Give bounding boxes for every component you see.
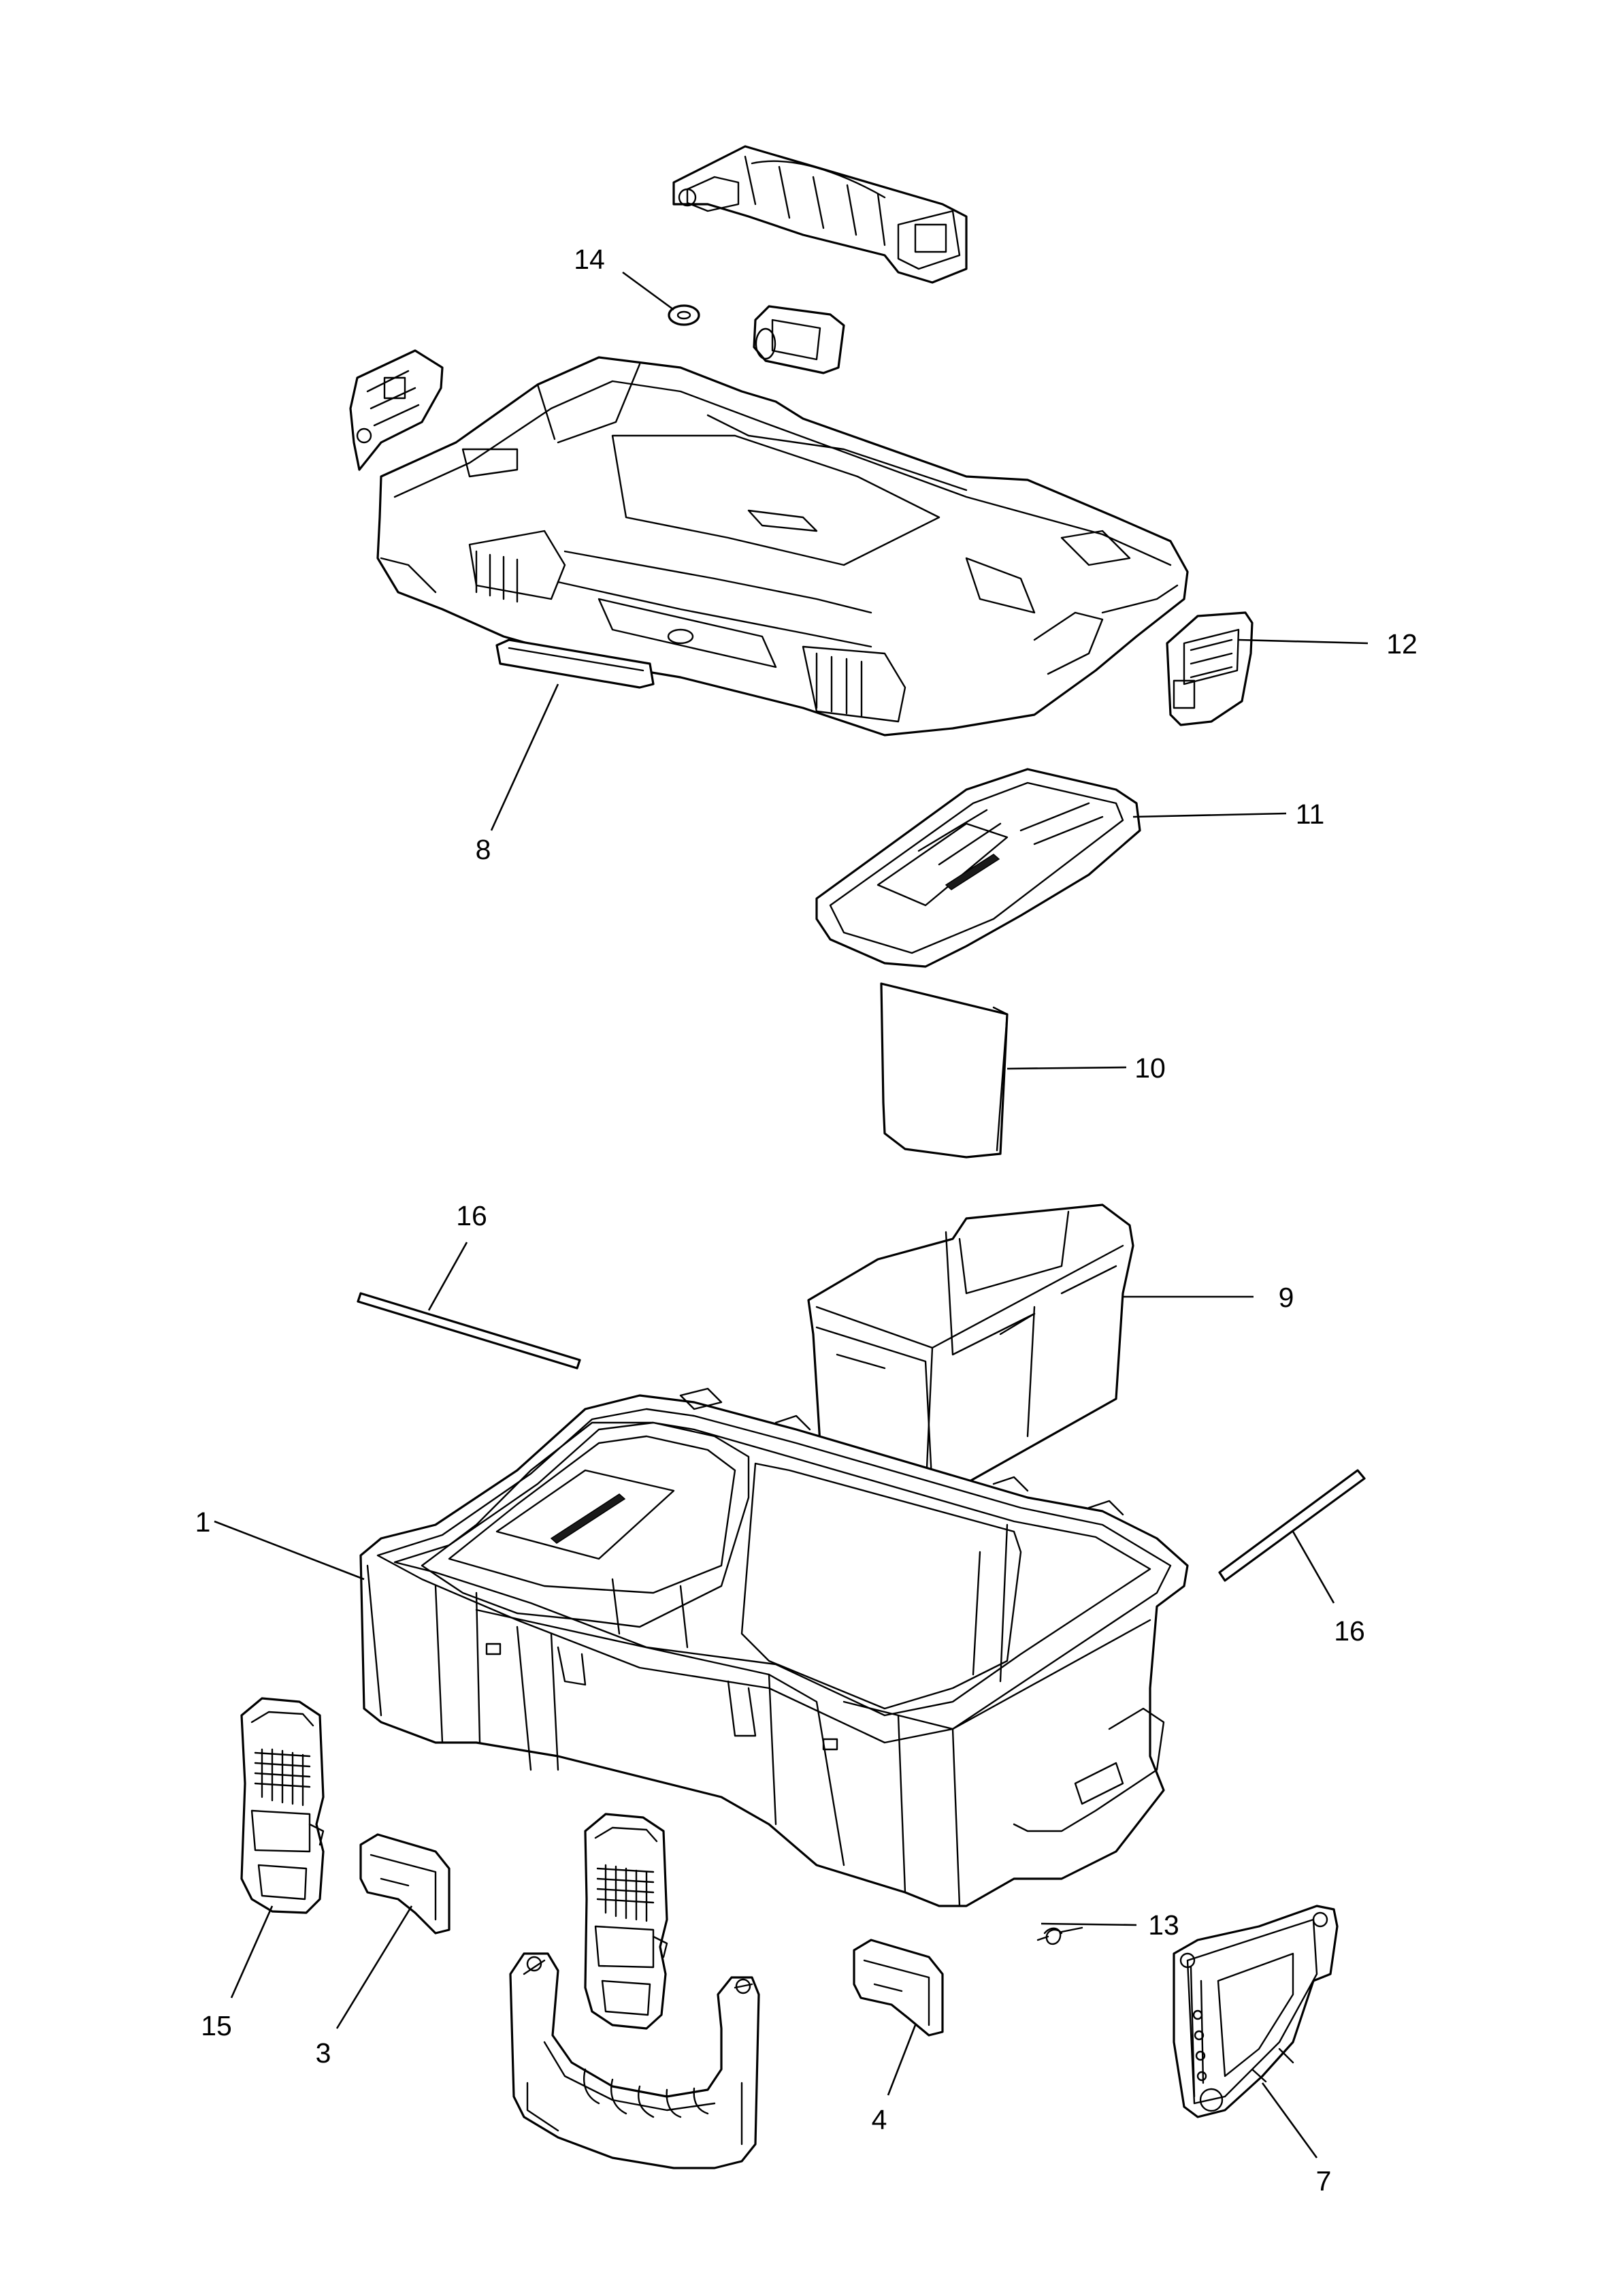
callout-10: 10 xyxy=(1134,1052,1166,1084)
hinge-rod-right xyxy=(1218,1469,1366,1582)
left-hinge xyxy=(349,349,444,471)
divider-part xyxy=(880,982,1009,1159)
latch-middle xyxy=(584,1813,668,2030)
bottom-handle xyxy=(509,1952,760,2169)
callout-8: 8 xyxy=(476,834,491,865)
top-handle xyxy=(672,145,968,284)
bin-part xyxy=(807,1203,1134,1506)
hinge-rod-left xyxy=(357,1292,581,1370)
lid xyxy=(376,356,1189,737)
callout-3: 3 xyxy=(316,2037,331,2069)
small-latch-piece xyxy=(753,305,845,374)
label-strip-part xyxy=(495,638,655,689)
callout-13: 13 xyxy=(1148,1909,1179,1941)
callout-11: 11 xyxy=(1296,798,1325,830)
callout-12: 12 xyxy=(1386,628,1418,660)
spring-part xyxy=(1036,1926,1083,1945)
tray-part xyxy=(815,768,1141,968)
foot-part-3 xyxy=(359,1833,451,1935)
callout-16-right: 16 xyxy=(1334,1615,1365,1647)
main-box xyxy=(359,1387,1189,1907)
callout-15: 15 xyxy=(201,2010,232,2041)
callout-16-left: 16 xyxy=(456,1200,487,1231)
latch-part-15 xyxy=(240,1697,325,1914)
side-handle-part-7 xyxy=(1173,1905,1339,2118)
callout-9: 9 xyxy=(1279,1282,1294,1313)
side-latch-part xyxy=(1166,611,1254,726)
foot-part-4 xyxy=(853,1939,944,2037)
callout-1: 1 xyxy=(195,1506,211,1538)
callout-7: 7 xyxy=(1316,2165,1332,2197)
leader-lines xyxy=(214,271,1369,2158)
callout-14: 14 xyxy=(574,244,605,275)
callout-4: 4 xyxy=(872,2104,887,2135)
washer-part xyxy=(668,304,700,326)
callout-labels: 14 12 8 11 10 16 9 1 16 13 15 3 4 7 xyxy=(195,244,1418,2197)
